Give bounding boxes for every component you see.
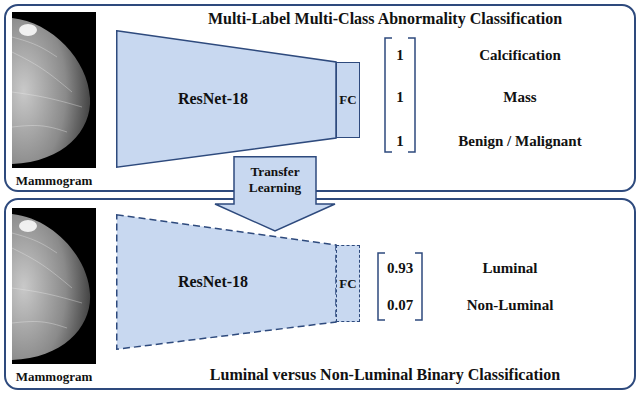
- text-box: FC: [337, 63, 359, 137]
- breast-tissue: [12, 214, 90, 360]
- top-panel: Multi-Label Multi-Class Abnormality Clas…: [4, 4, 636, 192]
- output-value: 1: [396, 47, 404, 63]
- bright-spot: [19, 220, 37, 232]
- output-value: 0.07: [387, 297, 413, 313]
- output-value: 0.93: [387, 260, 413, 276]
- output-value-box: 1: [396, 132, 404, 150]
- mammogram-picture: [12, 12, 96, 168]
- tissue-strand: [12, 92, 82, 107]
- output-value: 1: [396, 133, 404, 149]
- text-label: ResNet-18: [178, 272, 248, 291]
- tissue-strand: [12, 248, 72, 288]
- fc-layer: FC: [336, 62, 360, 138]
- text-box: ResNet-18: [116, 214, 310, 350]
- class-name: Non-Luminal: [467, 297, 554, 313]
- tissue-strand: [12, 288, 82, 303]
- class-name-box: Non-Luminal: [467, 296, 554, 314]
- text-label: Transfer Learning: [236, 164, 314, 196]
- text-box: Mammogram: [8, 172, 100, 190]
- transfer-arrow: Transfer Learning: [214, 156, 336, 232]
- class-name: Luminal: [482, 260, 537, 276]
- class-name-box: Calcification: [479, 46, 561, 64]
- output-value-box: 1: [396, 88, 404, 106]
- output-value-box: 0.93: [387, 259, 413, 277]
- class-name: Calcification: [479, 47, 561, 63]
- image-ground: [12, 208, 96, 364]
- text-box: Luminal versus Non-Luminal Binary Classi…: [136, 363, 634, 387]
- text-box: Mammogram: [8, 368, 100, 386]
- class-name-box: Luminal: [482, 259, 537, 277]
- text-label: FC: [339, 276, 356, 292]
- class-name: Mass: [503, 89, 536, 105]
- output-value-box: 1: [396, 46, 404, 64]
- text-box: FC: [337, 246, 359, 321]
- arrow-outline: [215, 157, 335, 231]
- tissue-strand: [12, 126, 67, 132]
- mammogram-image: Mammogram: [8, 206, 100, 386]
- fc-layer: FC: [336, 245, 360, 322]
- text-box: Multi-Label Multi-Class Abnormality Clas…: [136, 7, 634, 31]
- text-box: Transfer Learning: [236, 156, 314, 204]
- text-label: Multi-Label Multi-Class Abnormality Clas…: [208, 9, 562, 28]
- vector-bracket: [378, 253, 385, 320]
- text-label: ResNet-18: [178, 89, 248, 108]
- vector-bracket: [408, 38, 415, 152]
- output-value: 1: [396, 89, 404, 105]
- mammogram-picture: [12, 208, 96, 364]
- text-label: Mammogram: [16, 173, 93, 189]
- trapezoid-outline: [117, 215, 336, 350]
- tissue-strand: [12, 322, 67, 328]
- text-box: ResNet-18: [116, 30, 310, 168]
- resnet-block: ResNet-18: [116, 214, 336, 350]
- tissue-strand: [12, 52, 72, 92]
- tissue-strand: [12, 37, 57, 57]
- image-ground: [12, 12, 96, 168]
- vector-bracket: [415, 253, 422, 320]
- output-value-box: 0.07: [387, 296, 413, 314]
- class-name: Benign / Malignant: [458, 133, 581, 149]
- bright-spot: [19, 24, 37, 36]
- text-label: Luminal versus Non-Luminal Binary Classi…: [210, 365, 560, 384]
- tissue-strand: [12, 233, 57, 253]
- vector-bracket: [385, 38, 392, 152]
- mammogram-image: Mammogram: [8, 10, 100, 190]
- text-label: FC: [339, 92, 356, 108]
- resnet-block: ResNet-18: [116, 30, 336, 168]
- class-name-box: Benign / Malignant: [458, 132, 581, 150]
- text-label: Mammogram: [16, 369, 93, 385]
- breast-tissue: [12, 18, 90, 164]
- trapezoid-outline: [117, 31, 336, 168]
- bottom-panel: Luminal versus Non-Luminal Binary Classi…: [4, 198, 636, 390]
- class-name-box: Mass: [503, 88, 536, 106]
